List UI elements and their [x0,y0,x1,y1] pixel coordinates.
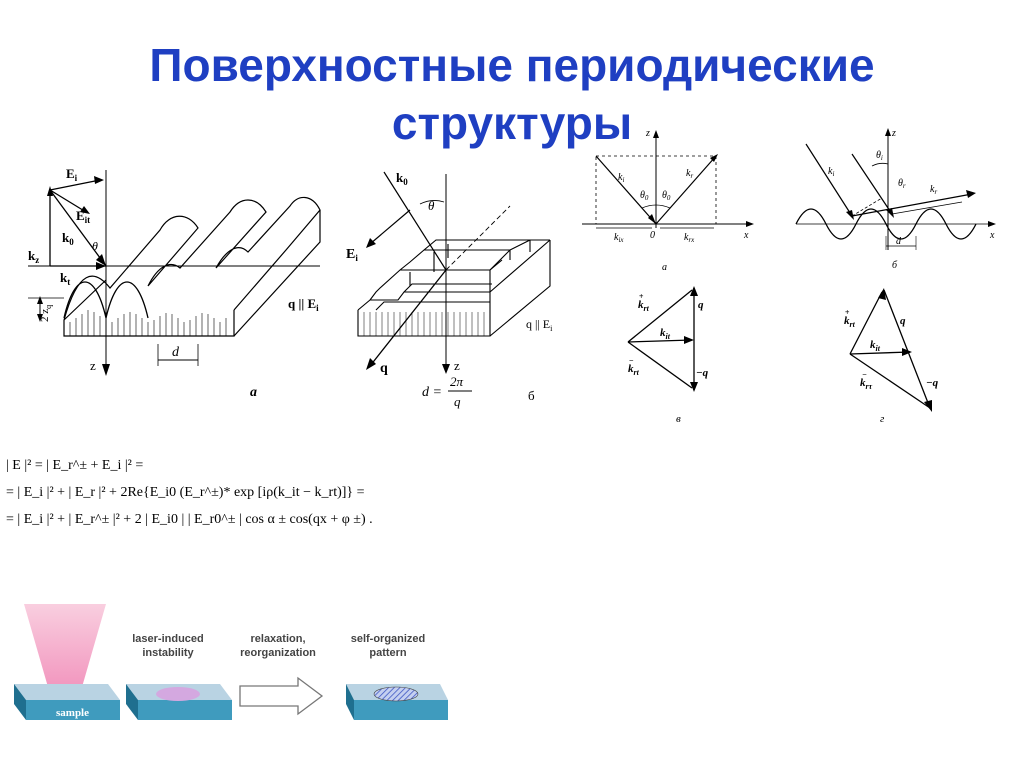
label-theta0b: θ0 [662,190,671,202]
fig-diffraction-b: z ki θi θr kr d x б [795,128,996,271]
label-two-pi: 2π [450,374,464,389]
label-Ei: Ei [346,247,358,263]
label-kt: kt [60,270,70,287]
label-x: x [989,230,995,241]
label-minus-q: −q [926,377,939,389]
label-k0: k0 [396,170,408,187]
label-ki: ki [828,166,834,178]
label-q: q [698,299,704,311]
label-kit: kit [660,327,671,341]
grating-ridges [63,281,149,319]
self-organized-pattern [373,686,419,702]
fig-left-grating: Ei Eit k0 θ kz kt 2 zq q || Ei z d a [28,166,321,400]
label-step1: laser-induced instability [132,633,204,659]
label-krt-plus: krt+ [638,292,650,313]
label-x: x [743,230,749,241]
label-d: d [172,345,180,360]
label-theta-r: θr [898,178,906,190]
label-zero: 0 [650,230,655,241]
label-kr: kr [686,168,693,180]
label-minus-q: −q [696,367,709,379]
label-d: d [896,236,902,247]
label-kix: kix [614,232,624,244]
label-theta: θ [428,198,435,213]
caption-g: г [880,413,885,425]
sample-slab-top [14,684,120,700]
label-krt-minus: krτ− [860,370,873,391]
label-Eit: Eit [76,208,90,225]
caption-b: б [892,260,898,271]
label-z: z [891,128,896,139]
equation-line-1: | E |² = | E_r^± + E_i |² = [6,458,144,473]
fig-reflection-a: z ki kr θ0 θ0 kix 0 krx x a [582,128,754,273]
label-b: б [528,388,535,403]
label-q-den: q [454,394,461,409]
label-theta-i: θi [876,150,883,162]
equation-line-3: = | E_i |² + | E_r^± |² + 2 | E_i0 | | E… [6,512,373,527]
fig-vector-v: krt+ q kit krt− −q в [627,286,709,425]
label-theta: θ [92,239,98,253]
equation-line-2: = | E_i |² + | E_r |² + 2Re{E_i0 (E_r^±)… [6,485,365,500]
fig-middle-grating: k0 θ Ei q z q || Ei d = 2π q б [346,170,553,409]
equations-block: | E |² = | E_r^± + E_i |² = = | E_i |² +… [6,452,526,533]
label-Ei: Ei [66,166,78,183]
label-step2: relaxation, reorganization [240,633,316,659]
caption-v: в [676,413,681,425]
label-krx: krx [684,232,695,244]
label-q-parallel: q || Ei [288,296,319,313]
sample-label: sample [56,707,89,719]
instability-spot [156,687,200,701]
sine-surface [795,208,977,240]
caption-a: a [662,262,667,273]
label-step3: self-organized pattern [350,633,426,659]
label-z: z [90,358,96,373]
label-z: z [454,358,460,373]
process-illustration: sample [14,604,448,720]
process-arrow [239,676,324,716]
label-krt-plus: krt+ [844,308,856,329]
title-line-2: структуры [391,97,633,149]
label-kr: kr [930,184,937,196]
label-ki: ki [618,172,624,184]
label-theta0a: θ0 [640,190,649,202]
laser-beam [24,604,106,694]
label-kit: kit [870,339,881,353]
slide-title: Поверхностные периодические структуры [0,36,1024,152]
label-krt-minus: krt− [628,356,640,377]
label-d-eq: d = [422,385,442,400]
label-alpha: a [250,385,257,400]
label-2zq: 2 zq [39,305,53,322]
title-line-1: Поверхностные периодические [149,39,875,91]
label-q-parallel: q || Ei [526,317,553,333]
label-kz: kz [28,248,39,265]
fig-vector-g: krt+ q kit krτ− −q г [844,288,939,425]
label-q: q [380,361,388,376]
grating-surface [63,196,321,321]
k0-vector [49,189,107,267]
label-q: q [900,315,906,327]
label-k0: k0 [62,230,74,247]
label-z: z [645,128,650,139]
